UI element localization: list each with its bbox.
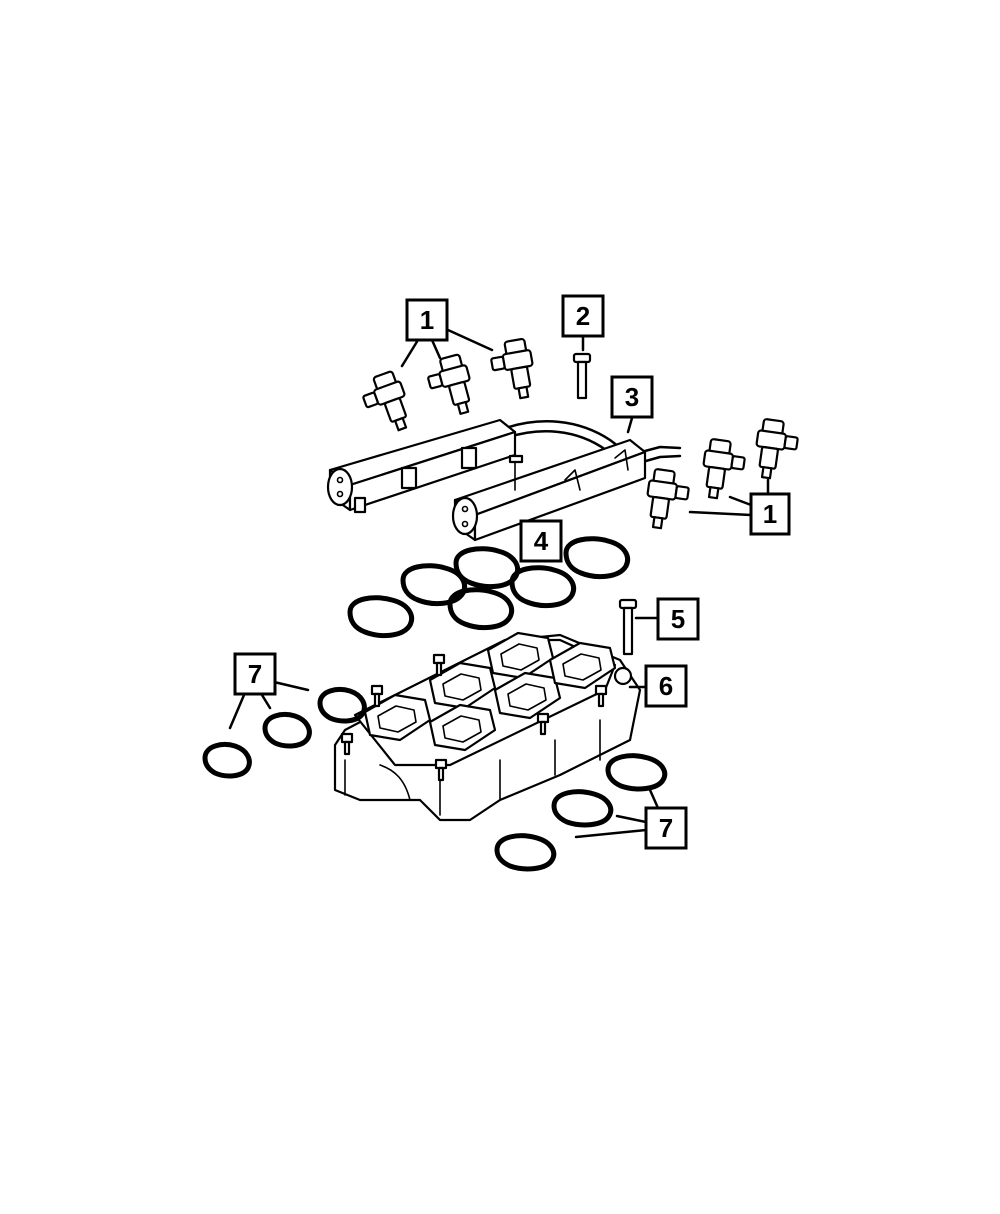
lower-gaskets-left: [202, 687, 367, 779]
callout-label: 5: [671, 604, 685, 634]
callout-4: 4: [519, 519, 563, 563]
fuel-rail-bolt: [572, 352, 592, 400]
fuel-injector: [646, 468, 690, 530]
callout-label: 7: [659, 813, 673, 843]
callout-label: 3: [625, 382, 639, 412]
callout-label: 2: [576, 301, 590, 331]
callout-7-left: 7: [233, 652, 277, 696]
manifold-bolt: [618, 598, 638, 656]
manifold-stud: [594, 684, 608, 708]
callout-3: 3: [610, 375, 654, 419]
fuel-injector: [490, 337, 534, 400]
leader-lines: [228, 328, 770, 839]
fuel-injector: [702, 438, 746, 500]
fuel-injector: [427, 353, 471, 415]
callout-label: 7: [248, 659, 262, 689]
manifold-stud: [432, 653, 446, 677]
callout-1-right: 1: [749, 492, 791, 536]
fuel-injector: [362, 370, 408, 432]
lower-gaskets-right: [494, 753, 668, 872]
intake-manifold: [333, 631, 642, 822]
callout-label: 4: [534, 526, 549, 556]
upper-gaskets: [347, 536, 631, 639]
manifold-stud: [434, 758, 448, 782]
manifold-stud: [340, 732, 354, 756]
manifold-stud: [536, 712, 550, 736]
callout-2: 2: [561, 294, 605, 338]
callout-label: 1: [420, 305, 434, 335]
callout-7-right: 7: [644, 806, 688, 850]
callout-label: 6: [659, 671, 673, 701]
callout-1-top: 1: [405, 298, 449, 342]
callout-5: 5: [656, 597, 700, 641]
manifold-stud: [370, 684, 384, 708]
callout-label: 1: [763, 499, 777, 529]
fuel-rail: [326, 418, 682, 542]
fuel-injector: [755, 418, 799, 480]
callout-6: 6: [644, 664, 688, 708]
